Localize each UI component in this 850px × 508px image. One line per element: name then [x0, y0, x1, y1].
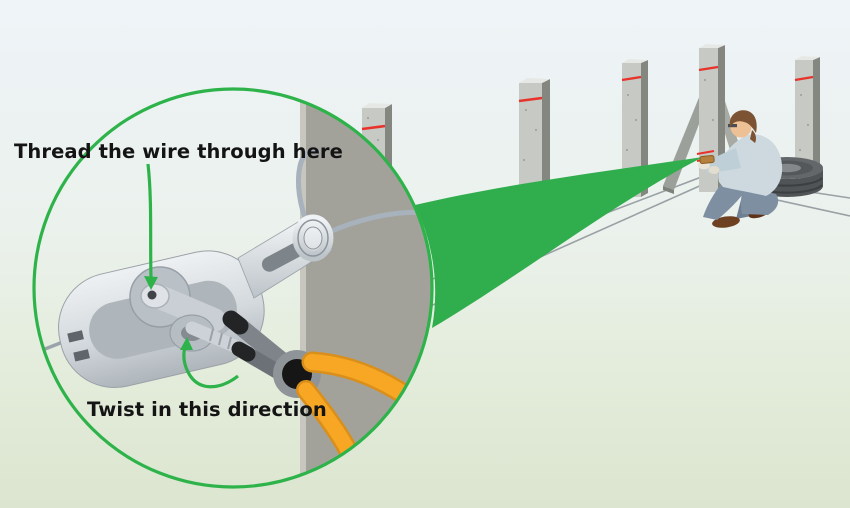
- thread-callout-label: Thread the wire through here: [14, 140, 343, 163]
- worker-shoe: [712, 216, 740, 228]
- worker-glove: [708, 166, 720, 174]
- red-marking: [621, 75, 642, 82]
- red-marking: [794, 75, 814, 82]
- twist-callout-label: Twist in this direction: [87, 398, 327, 421]
- spindle-barrel: [148, 285, 226, 332]
- worker: [698, 110, 783, 228]
- small-wire-strainer: [699, 154, 715, 165]
- worker-hair: [729, 110, 757, 133]
- worker-glasses: [728, 124, 737, 128]
- red-marking: [698, 65, 719, 72]
- sightline-cone: [415, 157, 703, 328]
- magnifier-circle-border: [32, 87, 434, 489]
- red-marking: [696, 150, 715, 155]
- wire-slot: [67, 330, 84, 343]
- pliers-handle: [304, 354, 410, 401]
- plate-slot: [261, 243, 303, 272]
- pliers: [222, 310, 413, 462]
- strainer-work-detail: [696, 150, 715, 165]
- wire-slot: [73, 349, 90, 362]
- twist-arrow-icon: [180, 337, 239, 389]
- red-marking: [361, 124, 386, 131]
- spindle-wire-hole: [147, 290, 157, 300]
- thread-arrow-icon: [144, 163, 158, 290]
- red-marking: [518, 96, 543, 103]
- wire-strainer: [58, 214, 334, 389]
- pliers-handle: [298, 382, 357, 460]
- worker-near-leg: [703, 183, 746, 220]
